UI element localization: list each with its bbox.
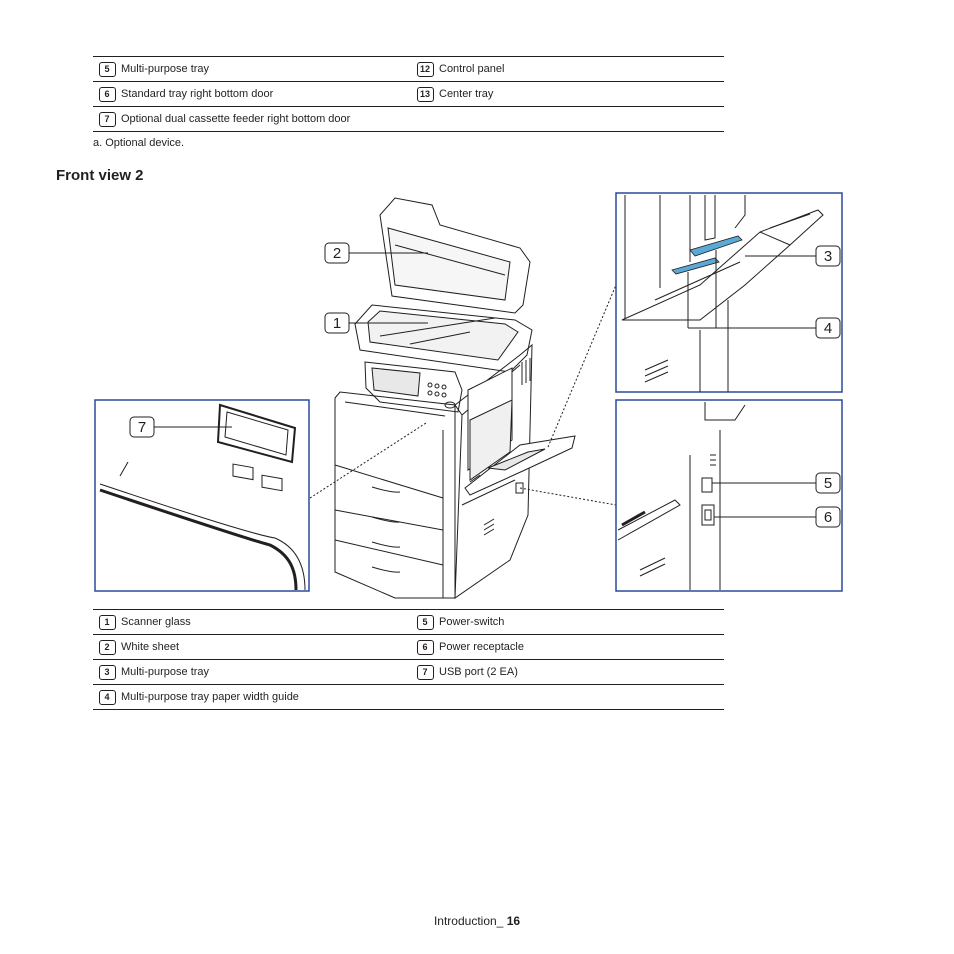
svg-text:4: 4 [824, 320, 832, 337]
item-number: 1 [98, 614, 116, 630]
item-number: 13 [416, 86, 434, 102]
item-number: 3 [98, 664, 116, 680]
svg-text:2: 2 [333, 245, 341, 262]
item-label: Optional dual cassette feeder right bott… [121, 106, 411, 132]
power-inset: 5 6 [615, 399, 843, 592]
item-number: 7 [98, 111, 116, 127]
item-number: 12 [416, 61, 434, 77]
item-label: Control panel [439, 56, 724, 82]
callout-1: 1 [324, 312, 350, 334]
callout-2: 2 [324, 242, 350, 264]
item-label: Power receptacle [439, 634, 724, 660]
page-footer: Introduction_ 16 [0, 914, 954, 928]
item-label: USB port (2 EA) [439, 659, 724, 685]
item-label: Standard tray right bottom door [121, 81, 411, 107]
item-number: 5 [98, 61, 116, 77]
item-number: 6 [416, 639, 434, 655]
table-row: 5 Multi-purpose tray 12 Control panel [93, 56, 724, 82]
front-view-2-parts-table: 1 Scanner glass 5 Power-switch 2 White s… [93, 609, 724, 710]
item-label: Multi-purpose tray paper width guide [121, 684, 411, 710]
item-number: 5 [416, 614, 434, 630]
svg-text:3: 3 [824, 248, 832, 265]
section-heading: Front view 2 [56, 167, 144, 184]
svg-text:6: 6 [824, 509, 832, 526]
svg-text:1: 1 [333, 315, 341, 332]
item-number: 6 [98, 86, 116, 102]
mp-tray-inset: 3 4 [615, 192, 843, 393]
item-number: 2 [98, 639, 116, 655]
footnote: a. Optional device. [93, 137, 185, 149]
callout-4: 4 [815, 317, 841, 339]
svg-text:7: 7 [138, 419, 146, 436]
table-row: 1 Scanner glass 5 Power-switch [93, 609, 724, 635]
item-label: Multi-purpose tray [121, 659, 411, 685]
item-label: White sheet [121, 634, 411, 660]
item-number: 4 [98, 689, 116, 705]
usb-port-inset: 7 [94, 399, 310, 592]
table-row: 4 Multi-purpose tray paper width guide [93, 684, 724, 710]
item-label: Power-switch [439, 609, 724, 635]
callout-7: 7 [129, 416, 155, 438]
footer-section: Introduction_ [433, 914, 504, 928]
callout-6: 6 [815, 506, 841, 528]
table-row: 3 Multi-purpose tray 7 USB port (2 EA) [93, 659, 724, 685]
item-label: Scanner glass [121, 609, 411, 635]
table-row: 7 Optional dual cassette feeder right bo… [93, 106, 724, 132]
page-number: 16 [506, 914, 521, 928]
item-label: Center tray [439, 81, 724, 107]
item-label: Multi-purpose tray [121, 56, 411, 82]
callout-5: 5 [815, 472, 841, 494]
table-row: 6 Standard tray right bottom door 13 Cen… [93, 81, 724, 107]
item-number: 7 [416, 664, 434, 680]
top-parts-table: 5 Multi-purpose tray 12 Control panel 6 … [93, 56, 724, 132]
callout-3: 3 [815, 245, 841, 267]
svg-text:5: 5 [824, 475, 832, 492]
table-row: 2 White sheet 6 Power receptacle [93, 634, 724, 660]
